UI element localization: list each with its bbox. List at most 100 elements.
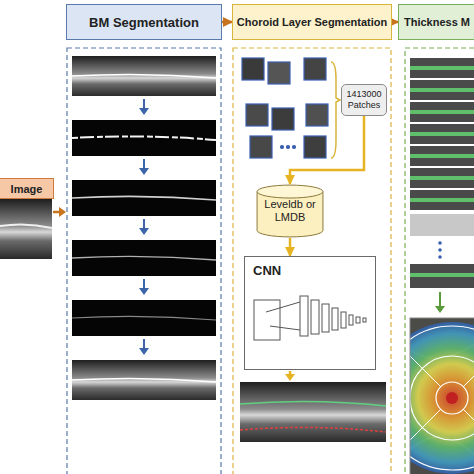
thickness-map [410, 347, 474, 449]
segmented-oct-image [240, 401, 386, 406]
cnn-layers [341, 312, 346, 328]
cnn-layers [332, 308, 338, 330]
bm-oct-strips [72, 120, 216, 156]
stage-header: Choroid Layer Segmentation [232, 4, 392, 40]
thickness-strips [410, 124, 474, 144]
bm-step-arrows [143, 279, 145, 289]
patch-images [242, 58, 328, 158]
patch-images [293, 146, 296, 149]
segmented-oct-image [240, 382, 386, 442]
cnn-layers [311, 300, 319, 334]
bm-oct-strips [72, 56, 216, 96]
cnn-layers [300, 296, 308, 336]
thickness-strips [410, 66, 474, 70]
cnn-layers [270, 326, 300, 330]
flow-arrow [289, 238, 292, 256]
thickness-strips [410, 132, 474, 136]
thickness-arrow [439, 292, 441, 307]
bm-oct-strips [72, 196, 216, 200]
input-arrow [59, 207, 66, 217]
patch-bracket [331, 62, 340, 158]
cnn-box: CNN [244, 256, 376, 370]
bm-step-arrows [139, 348, 149, 355]
thickness-strips [410, 80, 474, 100]
cnn-output-arrow [285, 374, 295, 381]
cnn-layers [266, 302, 300, 312]
input-arrow [53, 207, 66, 217]
thickness-map-frame [410, 318, 474, 474]
bm-oct-strips [72, 256, 216, 260]
cylinder-top [257, 185, 323, 198]
thickness-arrow [435, 292, 445, 313]
thickness-map [410, 326, 474, 470]
thickness-strips [410, 190, 474, 210]
patch-images [246, 104, 268, 126]
bm-step-arrows [139, 108, 149, 115]
bm-oct-strips [72, 316, 216, 320]
bm-oct-strips [72, 74, 216, 78]
bm-oct-strips [72, 240, 216, 276]
thickness-strips [438, 241, 442, 245]
cnn-layers [254, 300, 280, 340]
patch-images [306, 104, 328, 126]
node-label: Thickness M [404, 16, 470, 28]
thickness-strips [410, 214, 474, 236]
cnn-layers [322, 304, 329, 332]
patch-images [272, 108, 294, 130]
node-label: BM Segmentation [89, 15, 199, 30]
patch-images [287, 146, 290, 149]
bm-step-arrows [139, 228, 149, 235]
node-label: Image [11, 183, 43, 195]
thickness-strips [410, 198, 474, 202]
thickness-map [410, 356, 474, 440]
input-oct-image [0, 199, 52, 259]
bm-oct-strips [72, 300, 216, 336]
thickness-strips [410, 154, 474, 158]
choroid-panel [233, 48, 391, 474]
thickness-strips [410, 146, 474, 166]
patch-images [242, 58, 264, 80]
stage-header: Thickness M [398, 4, 474, 40]
bm-step-arrows [143, 159, 145, 169]
database-cylinder: Leveldb or LMDB [256, 184, 324, 238]
node-label: CNN [253, 263, 281, 278]
cnn-layers [254, 296, 366, 340]
bm-oct-strips [72, 136, 216, 140]
patch-images [268, 62, 290, 84]
segmented-oct-image [240, 427, 386, 432]
patch-images [281, 146, 284, 149]
cnn-output-arrow [285, 371, 295, 381]
bm-step-arrows [139, 288, 149, 295]
bm-oct-strips [72, 56, 216, 400]
bm-step-arrows [139, 99, 149, 355]
cylinder-outline [256, 184, 324, 238]
bm-oct-strips [72, 360, 216, 400]
thickness-strips [410, 58, 474, 78]
bm-step-arrows [143, 219, 145, 229]
thickness-strips [438, 248, 442, 252]
thickness-strips [410, 273, 474, 277]
patch-images [250, 136, 272, 158]
bm-oct-strips [72, 378, 216, 382]
input-oct-image [0, 224, 52, 228]
flow-arrow [290, 116, 364, 184]
node-label: Leveldb or LMDB [256, 198, 324, 224]
thickness-strips [410, 102, 474, 122]
thickness-strips [410, 58, 474, 288]
thickness-arrow [435, 306, 445, 313]
flow-arrow [222, 21, 232, 24]
stage-header: BM Segmentation [66, 4, 222, 40]
node-label: 1413000 Patches [344, 89, 384, 111]
patch-images [304, 58, 326, 80]
bm-step-arrows [143, 99, 145, 109]
patch-count-box: 1413000 Patches [341, 84, 387, 116]
cnn-layers [356, 317, 360, 323]
bm-oct-strips [72, 180, 216, 216]
bm-step-arrows [143, 339, 145, 349]
patch-images [304, 136, 326, 158]
bm-step-arrows [139, 168, 149, 175]
thickness-strips [410, 264, 474, 288]
thickness-strips [410, 168, 474, 188]
